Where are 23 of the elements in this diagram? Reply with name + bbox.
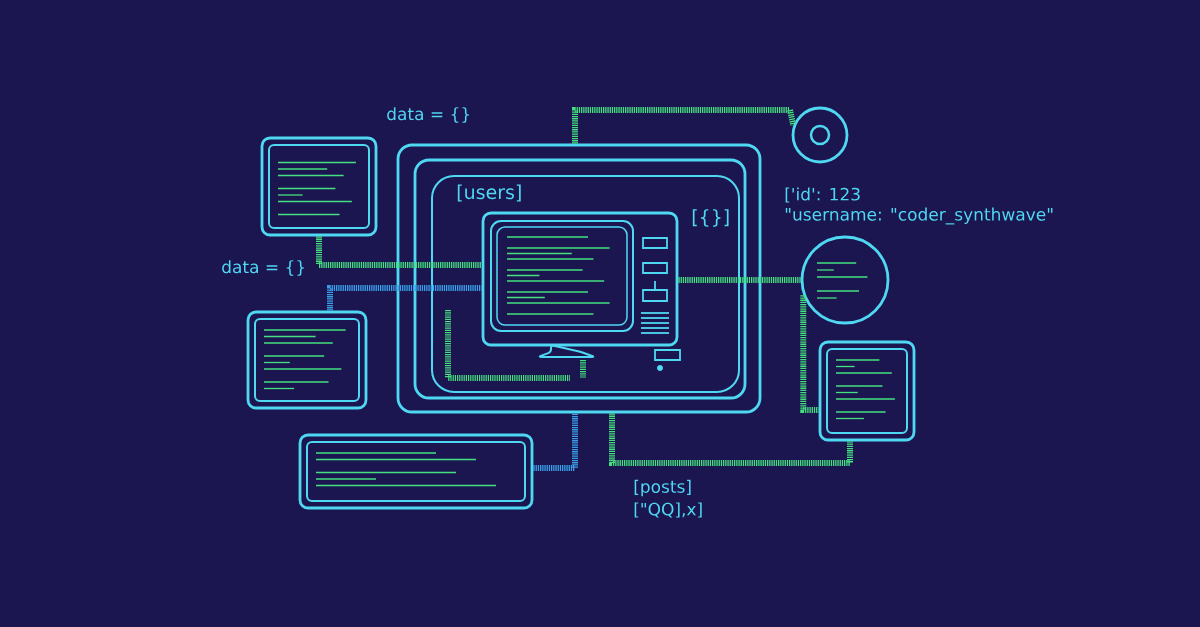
code-label: data = {} [387,107,470,123]
bracket-label: [{}] [692,209,729,227]
connector-line [533,413,578,471]
code-window [818,340,916,442]
code-label: "username: "coder_synthwave" [785,207,1053,225]
code-window [298,433,534,510]
connector-line [800,295,819,413]
code-circle [800,235,890,325]
connector-line [327,285,482,311]
outer-frame [396,143,762,414]
connector-line [678,277,801,283]
connector-line [572,107,797,144]
connector-line [609,413,853,466]
code-window [260,136,378,237]
connector-line [316,236,482,268]
code-label: ['id': 123 [785,187,860,203]
code-label: data = {} [222,260,305,276]
code-label: ["QQ],x] [634,502,702,518]
ring-icon [791,106,849,164]
code-label: [posts] [634,479,691,497]
bracket-label: [users] [457,184,521,202]
code-window [246,310,368,410]
computer-drawing [481,211,679,358]
